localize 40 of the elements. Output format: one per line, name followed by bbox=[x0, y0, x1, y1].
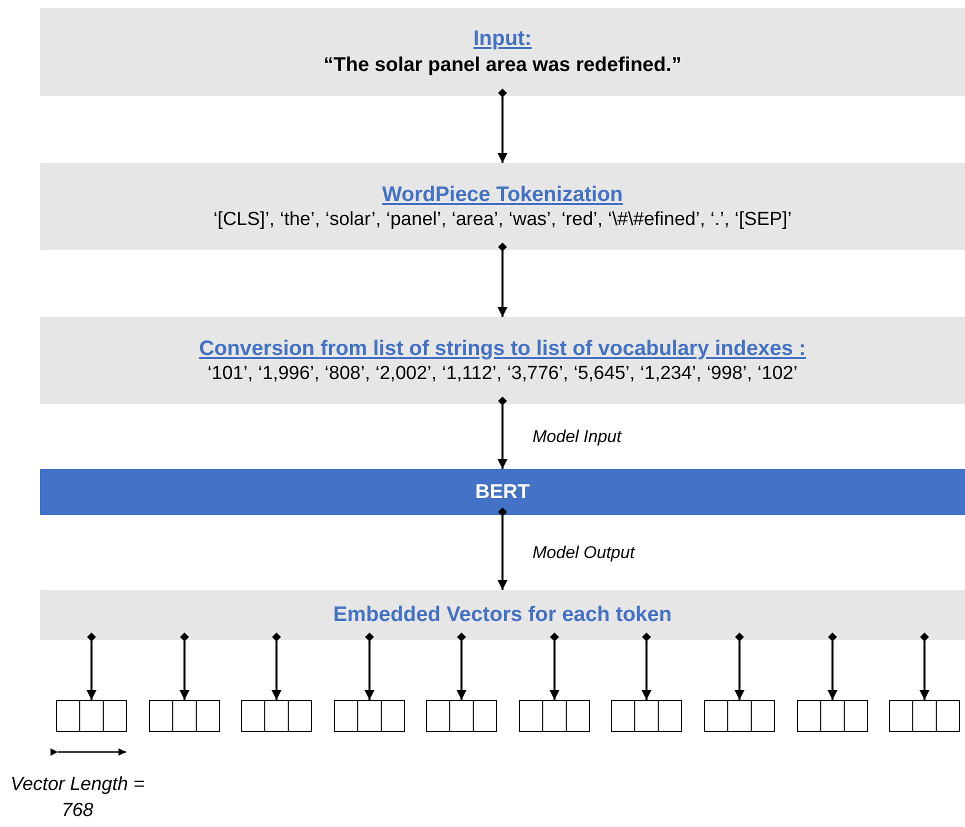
arrow bbox=[498, 396, 508, 469]
stage-band bbox=[40, 8, 965, 96]
vector-box bbox=[149, 700, 220, 732]
vector-box bbox=[334, 700, 405, 732]
arrow bbox=[498, 508, 508, 590]
arrow bbox=[180, 632, 190, 700]
stage-heading: Input: bbox=[473, 26, 532, 52]
vector-box bbox=[56, 700, 127, 732]
stage-heading: Conversion from list of strings to list of vocabulary indexes : bbox=[199, 336, 806, 362]
stage-text: “The solar panel area was redefined.” bbox=[324, 52, 682, 78]
model-bar bbox=[40, 469, 965, 515]
arrow bbox=[642, 632, 652, 700]
vector-box bbox=[519, 700, 590, 732]
edge-label: Model Output bbox=[532, 543, 635, 563]
stage-band bbox=[40, 317, 965, 404]
stage-text: ‘[CLS]’, ‘the’, ‘solar’, ‘panel’, ‘area’, ‘was’, ‘red’, ‘\#\#efined’, ‘.’, ‘[SEP]’ bbox=[213, 208, 792, 232]
arrow bbox=[498, 242, 508, 317]
arrow bbox=[272, 632, 282, 700]
vector-box bbox=[611, 700, 682, 732]
vector-box bbox=[797, 700, 868, 732]
vector-box bbox=[889, 700, 960, 732]
edge-label: Model Input bbox=[532, 427, 622, 447]
arrow bbox=[498, 88, 508, 163]
stage-heading: WordPiece Tokenization bbox=[382, 182, 623, 208]
arrow bbox=[550, 632, 560, 700]
stage-title: Embedded Vectors for each token bbox=[333, 602, 672, 628]
arrow bbox=[86, 632, 96, 700]
vector-box bbox=[426, 700, 497, 732]
arrow bbox=[828, 632, 838, 700]
dimension-label: Vector Length = 768 bbox=[10, 773, 145, 823]
stage-band bbox=[40, 163, 965, 250]
arrow bbox=[364, 632, 374, 700]
stage-band bbox=[40, 590, 965, 640]
vector-box bbox=[241, 700, 312, 732]
arrow bbox=[456, 632, 466, 700]
arrow bbox=[920, 632, 930, 700]
stage-title: BERT bbox=[475, 480, 530, 504]
vector-box bbox=[704, 700, 775, 732]
arrow bbox=[734, 632, 744, 700]
stage-text: ‘101’, ‘1,996’, ‘808’, ‘2,002’, ‘1,112’, ‘3,776’, ‘5,645’, ‘1,234’, ‘998’, ‘102’ bbox=[207, 362, 798, 386]
